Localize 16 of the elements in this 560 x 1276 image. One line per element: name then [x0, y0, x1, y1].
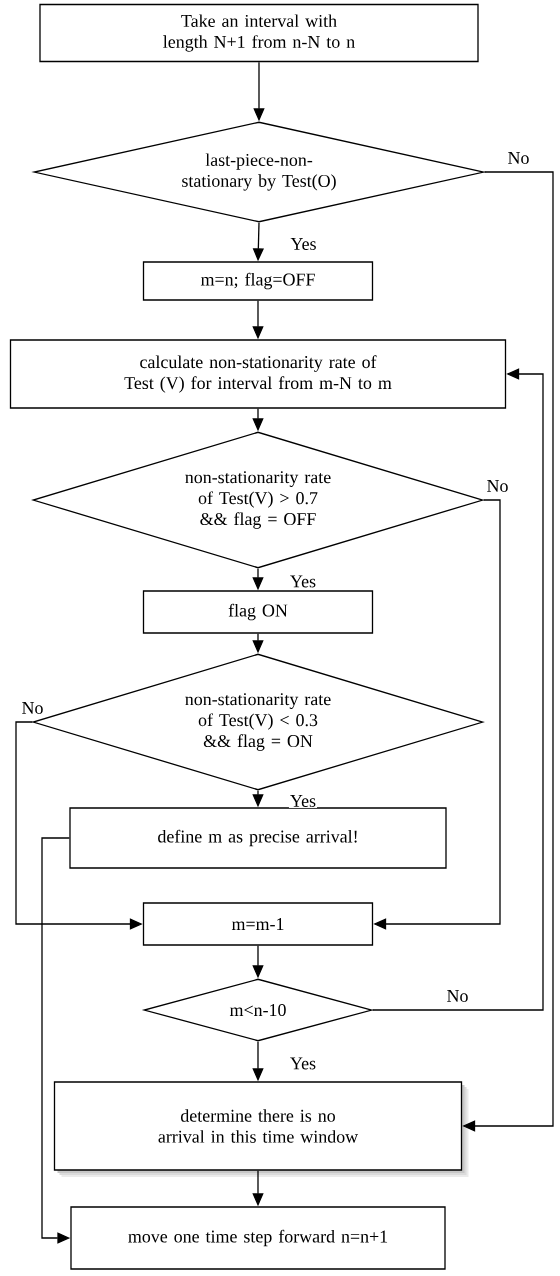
process-box: determine there is no arrival in this time window	[53, 1081, 469, 1177]
process-box: m=n; flag=OFF	[142, 261, 374, 301]
edge-label: No	[445, 989, 470, 1003]
process-box: calculate non-stationarity rate of Test (V) for interval from m-N to m	[9, 339, 507, 409]
edge-label: No	[485, 479, 510, 493]
process-box: flag ON	[142, 590, 374, 634]
edge-label: Yes	[288, 574, 318, 589]
edge-label: Yes	[288, 794, 318, 808]
arrow	[372, 368, 544, 1011]
edge-label: No	[506, 151, 531, 165]
edge-label: Yes	[288, 1056, 318, 1071]
process-box: Take an interval with length N+1 from n-N to n	[39, 3, 479, 63]
process-box: m=m-1	[142, 902, 374, 946]
edge-label: Yes	[289, 237, 318, 251]
process-box: move one time step forward n=n+1	[70, 1206, 446, 1270]
process-box: define m as precise arrival!	[69, 807, 447, 869]
